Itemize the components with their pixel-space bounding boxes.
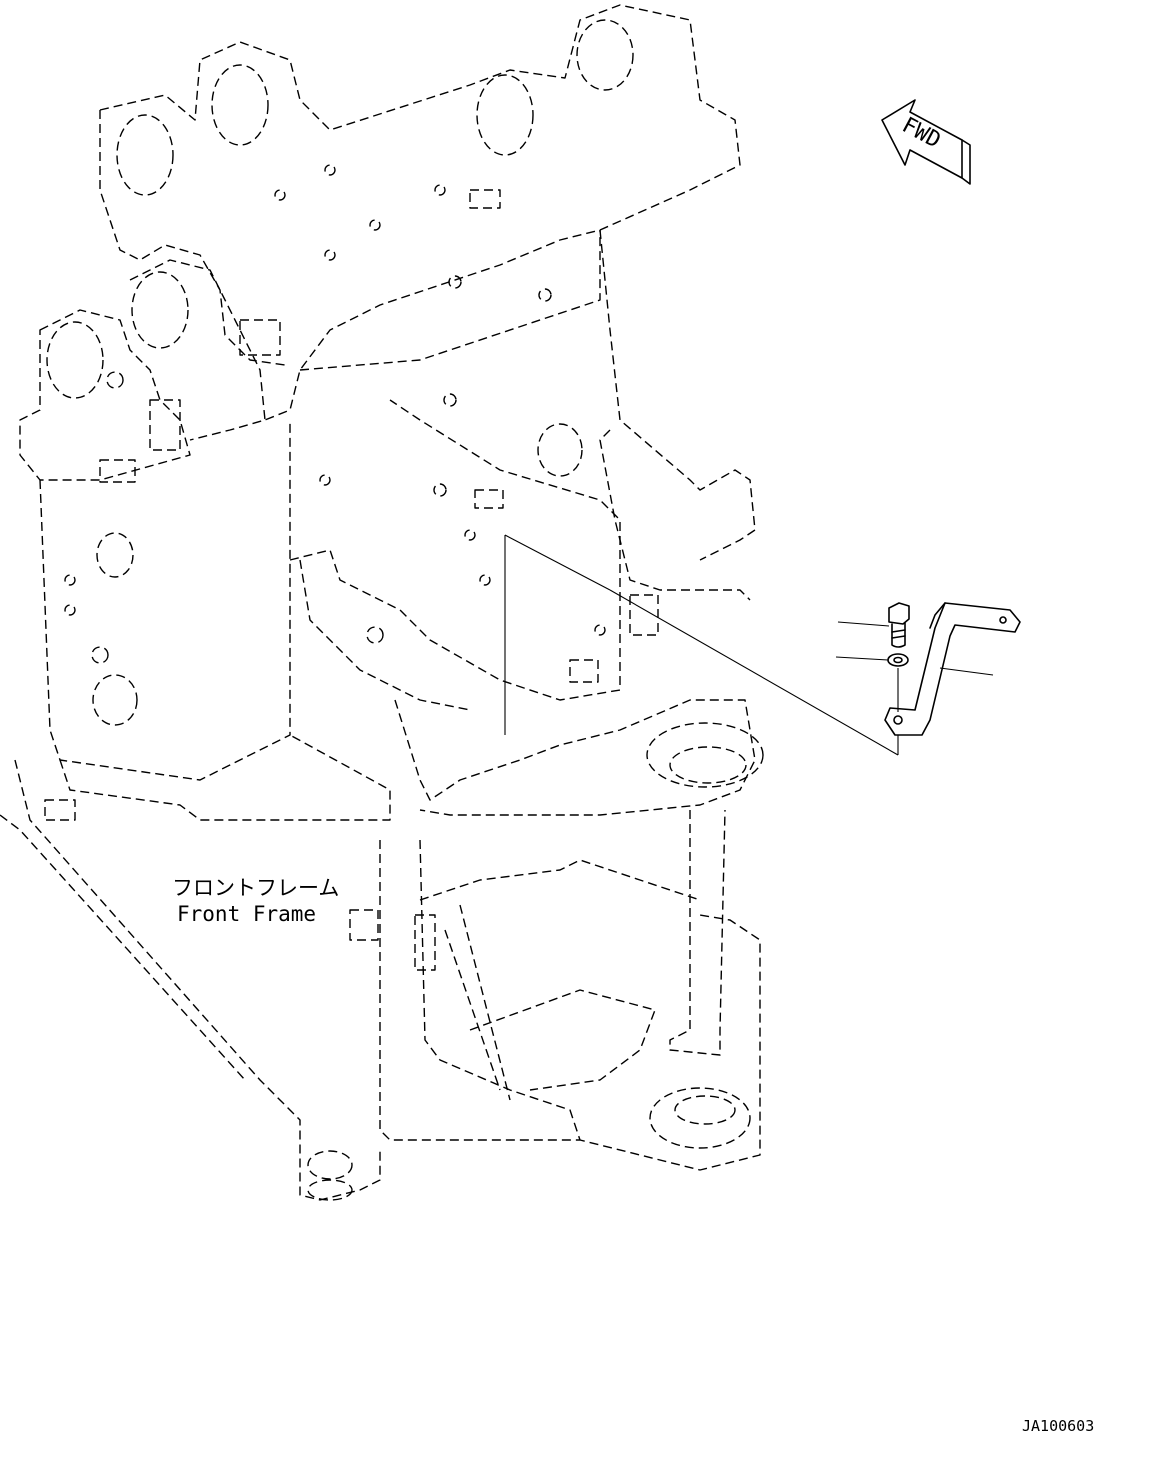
part-bracket bbox=[884, 602, 1021, 736]
fwd-label: FWD bbox=[898, 113, 945, 154]
forward-arrow-icon: FWD bbox=[881, 99, 971, 185]
frame-label-en: Front Frame bbox=[177, 902, 316, 926]
callout-bracket bbox=[939, 667, 994, 676]
callout-washer bbox=[835, 656, 889, 661]
frame-label-jp: フロントフレーム bbox=[172, 876, 339, 900]
drawing-code: JA100603 bbox=[1022, 1417, 1094, 1435]
front-frame-outline bbox=[0, 4, 764, 1201]
attachment-leader-lines bbox=[504, 534, 899, 756]
part-bolt bbox=[888, 602, 910, 648]
callout-lines bbox=[835, 621, 994, 676]
part-washer bbox=[887, 653, 909, 667]
callout-bolt bbox=[837, 621, 890, 627]
